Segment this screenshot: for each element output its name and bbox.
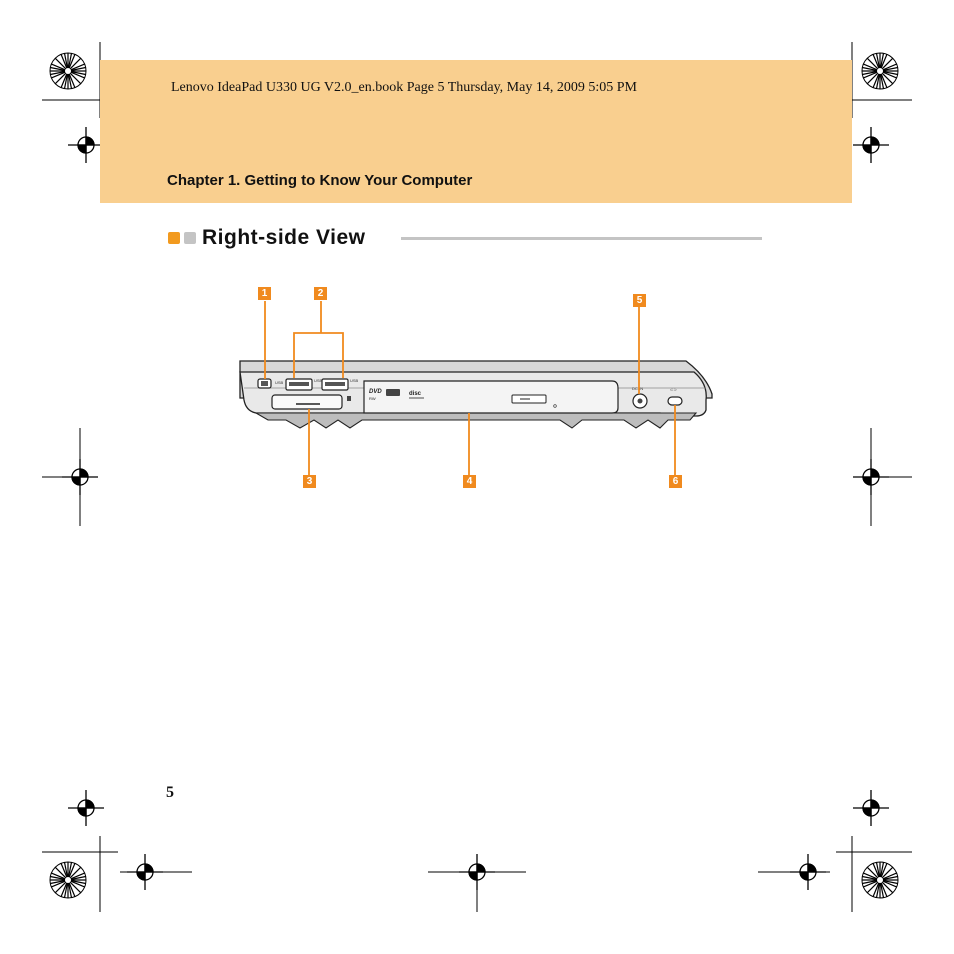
callout-4: 4 <box>463 475 476 488</box>
title-rule <box>401 237 762 240</box>
usb-port-icon: USB <box>321 378 359 391</box>
callout-6: 6 <box>669 475 682 488</box>
svg-text:disc: disc <box>409 391 422 397</box>
svg-text:DVD: DVD <box>369 389 382 395</box>
svg-text:DC-IN: DC-IN <box>632 386 643 391</box>
callout-1: 1 <box>258 287 271 300</box>
usb-port-icon: USB <box>285 378 323 391</box>
svg-text:RW: RW <box>369 396 376 401</box>
section-bullet-gray <box>184 232 196 244</box>
header-band <box>100 60 852 203</box>
power-jack-icon: DC-IN <box>632 386 648 409</box>
svg-text:USB: USB <box>275 380 284 385</box>
callout-2: 2 <box>314 287 327 300</box>
page-number: 5 <box>166 784 174 801</box>
callout-3: 3 <box>303 475 316 488</box>
svg-text:USB: USB <box>314 378 323 383</box>
section-title: Right-side View <box>202 226 366 249</box>
svg-text:⊂⊃: ⊂⊃ <box>670 387 677 392</box>
callout-5: 5 <box>633 294 646 307</box>
chapter-heading: Chapter 1. Getting to Know Your Computer <box>167 172 473 189</box>
section-bullet-orange <box>168 232 180 244</box>
print-header: Lenovo IdeaPad U330 UG V2.0_en.book Page… <box>171 80 637 95</box>
card-reader-icon <box>271 394 351 410</box>
dvd-drive-icon: DVD RW disc <box>363 380 619 414</box>
svg-text:USB: USB <box>350 378 359 383</box>
